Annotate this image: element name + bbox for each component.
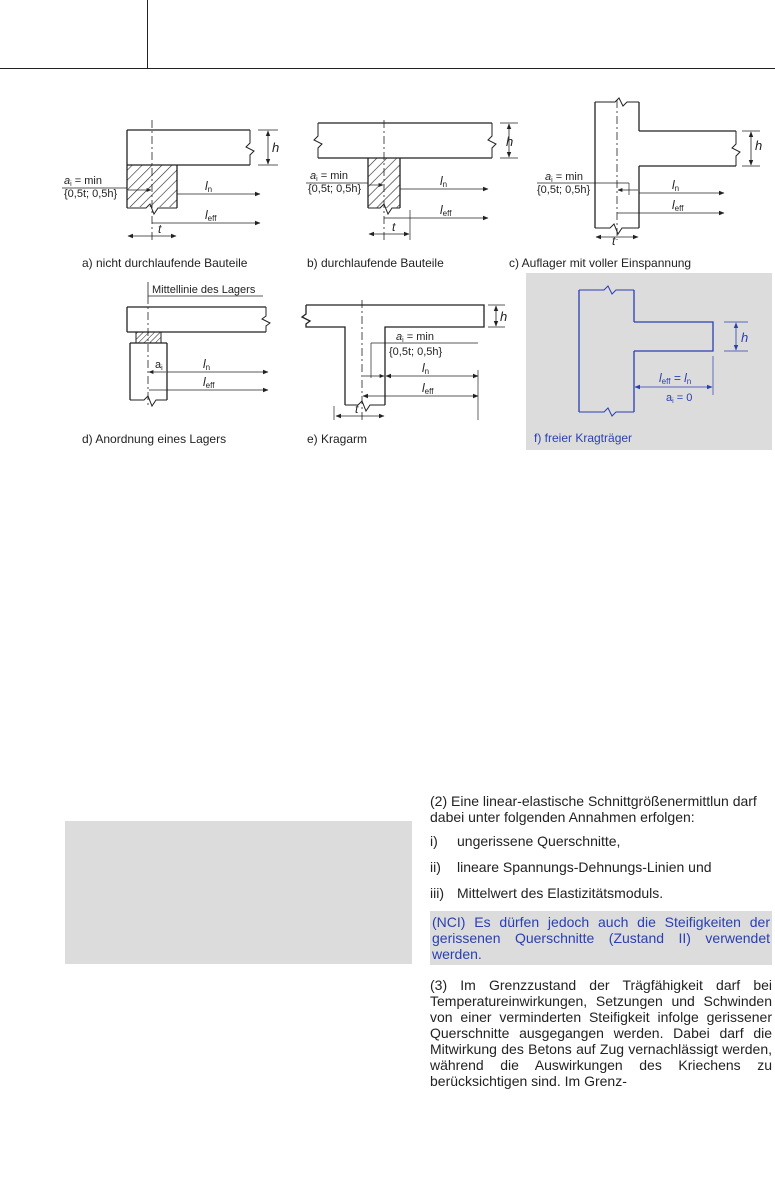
fig-f-caption: f) freier Kragträger bbox=[534, 431, 633, 445]
fig-f-h-label: h bbox=[741, 330, 748, 345]
fig-c-h-label: h bbox=[755, 138, 762, 153]
fig-b-caption: b) durchlaufende Bauteile bbox=[307, 256, 444, 270]
list-item-number: i) bbox=[430, 833, 438, 849]
fig-e-h-label: h bbox=[500, 309, 507, 324]
figure-b: h ln leff ai = min {0,5t; 0,5h} t bbox=[306, 120, 518, 240]
figure-f-panel: f) freier Kragträger bbox=[526, 273, 772, 450]
paragraph-3: (3) Im Grenzzustand der Trägfähigkeit da… bbox=[430, 977, 772, 1089]
fig-e-t-label: t bbox=[355, 402, 359, 416]
fig-c-t-label: t bbox=[612, 234, 616, 248]
margin-note-box bbox=[65, 821, 412, 964]
fig-b-ln-label: ln bbox=[440, 174, 447, 189]
fig-e-ln-label: ln bbox=[422, 361, 429, 376]
list-item-text: lineare Spannungs-Dehnungs-Linien und bbox=[457, 859, 712, 875]
figure-e: h ai = min {0,5t; 0,5h} ln leff t bbox=[300, 300, 507, 420]
fig-a-ai-line1: ai = min bbox=[64, 175, 102, 188]
fig-c-leff-label: leff bbox=[672, 198, 684, 213]
header-divider-vertical bbox=[147, 0, 148, 68]
fig-d-ai-label: ai bbox=[155, 359, 163, 372]
fig-b-h-label: h bbox=[506, 134, 513, 149]
list-item: i) ungerissene Querschnitte, bbox=[430, 833, 772, 859]
list-item-text: ungerissene Querschnitte, bbox=[457, 833, 621, 849]
fig-a-ln-label: ln bbox=[205, 179, 212, 194]
fig-e-caption: e) Kragarm bbox=[307, 432, 368, 446]
fig-d-ln-label: ln bbox=[203, 357, 210, 372]
fig-e-ai-line1: ai = min bbox=[396, 331, 434, 344]
fig-b-t-label: t bbox=[392, 220, 396, 234]
fig-b-ai-line2: {0,5t; 0,5h} bbox=[308, 183, 362, 195]
figure-d: Mittellinie des Lagers ai ln leff bbox=[126, 282, 271, 408]
list-item-text: Mittelwert des Elastizitätsmoduls. bbox=[457, 885, 664, 901]
fig-c-ln-label: ln bbox=[672, 178, 679, 193]
fig-a-ai-line2: {0,5t; 0,5h} bbox=[64, 188, 118, 200]
fig-d-leff-label: leff bbox=[203, 375, 215, 390]
paragraph-2: (2) Eine linear-elastische Schnittgrößen… bbox=[430, 793, 757, 825]
fig-e-leff-label: leff bbox=[422, 381, 434, 396]
fig-b-ai-line1: ai = min bbox=[310, 170, 348, 183]
fig-d-caption: d) Anordnung eines Lagers bbox=[82, 432, 227, 446]
fig-a-leff-label: leff bbox=[205, 208, 217, 223]
nci-note: (NCI) Es dürfen jedoch auch die Steifigk… bbox=[430, 911, 772, 965]
text-column: (2) Eine linear-elastische Schnittgrößen… bbox=[430, 793, 772, 1089]
list-item: iii) Mittelwert des Elastizitätsmoduls. bbox=[430, 885, 772, 911]
fig-e-ai-line2: {0,5t; 0,5h} bbox=[389, 346, 443, 358]
list-item-number: iii) bbox=[430, 885, 444, 901]
list-item-number: ii) bbox=[430, 859, 441, 875]
figure-c: h ln leff ai = min {0,5t; 0,5h} t bbox=[537, 97, 762, 248]
fig-d-bearing-label: Mittellinie des Lagers bbox=[152, 284, 256, 296]
fig-a-h-label: h bbox=[272, 140, 279, 155]
list-item: ii) lineare Spannungs-Dehnungs-Linien un… bbox=[430, 859, 772, 885]
header-rule bbox=[0, 68, 775, 69]
fig-b-leff-label: leff bbox=[440, 203, 452, 218]
fig-f-leff-eq: leff = ln bbox=[659, 371, 691, 386]
fig-c-ai-line2: {0,5t; 0,5h} bbox=[537, 184, 591, 196]
fig-c-ai-line1: ai = min bbox=[545, 171, 583, 184]
figure-a: h ln leff ai = min {0,5t; 0,5h} t bbox=[62, 120, 279, 240]
fig-a-caption: a) nicht durchlaufende Bauteile bbox=[82, 256, 248, 270]
fig-f-ai-eq: ai = 0 bbox=[666, 392, 692, 405]
fig-a-t-label: t bbox=[158, 222, 162, 236]
fig-c-caption: c) Auflager mit voller Einspannung bbox=[509, 256, 692, 270]
figure-f: h leff = ln ai = 0 bbox=[578, 285, 748, 417]
